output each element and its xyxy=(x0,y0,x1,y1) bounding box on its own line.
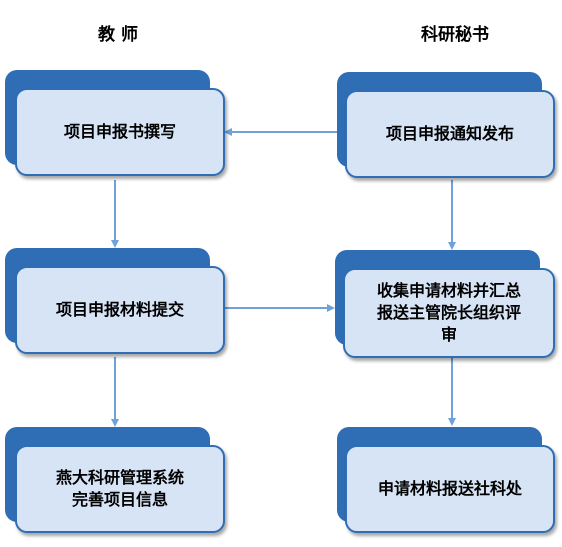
node-label: 项目申报书撰写 xyxy=(63,122,176,141)
node-label: 项目申报通知发布 xyxy=(385,124,514,143)
node-collect-summarize: 收集申请材料并汇总 报送主管院长组织评 审 xyxy=(335,250,559,362)
node-label: 收集申请材料并汇总 报送主管院长组织评 审 xyxy=(376,281,521,344)
node-submit-social-science: 申请材料报送社科处 xyxy=(337,427,559,537)
node-material-submission: 项目申报材料提交 xyxy=(5,248,225,358)
node-label: 申请材料报送社科处 xyxy=(377,479,522,498)
column-header-teacher: 教 师 xyxy=(98,25,138,45)
node-notice-release: 项目申报通知发布 xyxy=(337,72,559,182)
node-system-info: 燕大科研管理系统 完善项目信息 xyxy=(5,427,225,537)
node-label: 项目申报材料提交 xyxy=(55,300,184,319)
node-proposal-writing: 项目申报书撰写 xyxy=(5,70,225,180)
column-header-research-secretary: 科研秘书 xyxy=(421,25,489,45)
node-label: 燕大科研管理系统 完善项目信息 xyxy=(55,468,184,509)
